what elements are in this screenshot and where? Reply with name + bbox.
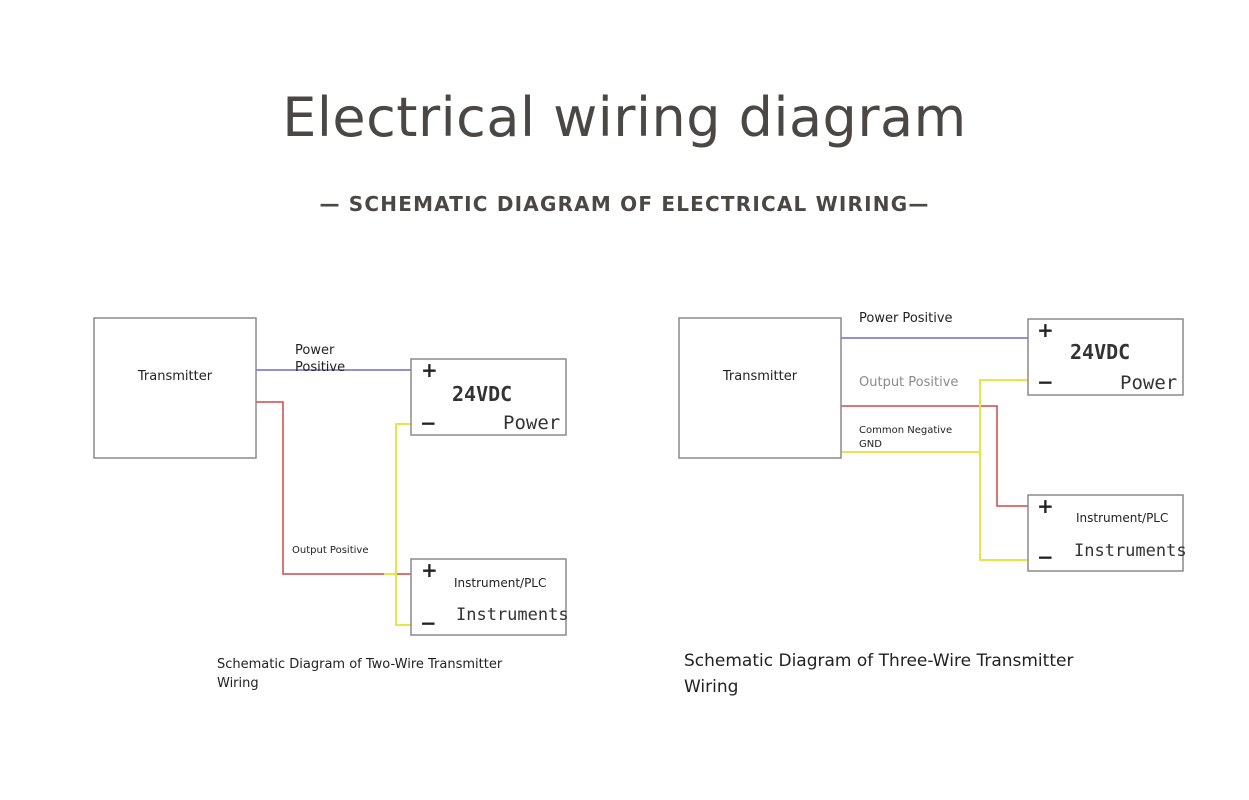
three-wire-power-negative-wire — [979, 379, 1028, 452]
two-wire-caption-line-2: Wiring — [217, 676, 259, 691]
two-wire-power-voltage: 24VDC — [452, 382, 512, 406]
two-wire-instrument-box — [410, 558, 567, 636]
two-wire-instrument-minus: − — [420, 611, 437, 635]
three-wire-transmitter-box — [678, 317, 842, 459]
two-wire-power-box — [410, 358, 567, 436]
three-wire-power-box — [1027, 318, 1184, 396]
three-wire-power-minus: − — [1037, 370, 1054, 394]
two-wire-instrument-plus: + — [421, 558, 438, 582]
three-wire-common-negative-label-2: GND — [859, 439, 882, 450]
two-wire-power-positive-label-2: Positive — [295, 360, 345, 375]
three-wire-instrument-minus: − — [1037, 545, 1054, 569]
three-wire-caption-line-2: Wiring — [684, 677, 739, 697]
three-wire-instrument-label: Instrument/PLC — [1076, 511, 1168, 525]
page-title: Electrical wiring diagram — [282, 86, 967, 149]
three-wire-transmitter-label: Transmitter — [722, 369, 798, 384]
two-wire-transmitter-box — [93, 317, 257, 459]
three-wire-instrument-plus: + — [1037, 494, 1054, 518]
two-wire-transmitter-label: Transmitter — [137, 369, 213, 384]
two-wire-output-positive-label: Output Positive — [292, 545, 368, 556]
three-wire-output-positive-wire — [841, 405, 1028, 507]
three-wire-power-plus: + — [1037, 318, 1054, 342]
two-wire-power-plus: + — [421, 358, 438, 382]
two-wire-power-positive-label-1: Power — [295, 343, 335, 358]
page-subtitle: — SCHEMATIC DIAGRAM OF ELECTRICAL WIRING… — [319, 192, 930, 216]
three-wire-caption: Schematic Diagram of Three-Wire Transmit… — [684, 648, 1073, 700]
two-wire-caption-line-1: Schematic Diagram of Two-Wire Transmitte… — [217, 657, 503, 672]
two-wire-diagram: Transmitter Power Positive Output Positi… — [93, 317, 569, 636]
three-wire-common-negative-wire — [841, 451, 1028, 561]
three-wire-output-positive-label: Output Positive — [859, 375, 958, 390]
three-wire-caption-line-1: Schematic Diagram of Three-Wire Transmit… — [684, 651, 1074, 671]
two-wire-caption: Schematic Diagram of Two-Wire Transmitte… — [217, 655, 502, 693]
three-wire-power-name: Power — [1120, 372, 1177, 394]
two-wire-output-positive-wire — [256, 401, 411, 575]
three-wire-instrument-name: Instruments — [1074, 541, 1187, 561]
two-wire-instrument-label: Instrument/PLC — [454, 576, 546, 590]
three-wire-power-positive-label: Power Positive — [859, 311, 953, 326]
two-wire-power-minus: − — [420, 411, 437, 435]
two-wire-instrument-name: Instruments — [456, 605, 569, 625]
three-wire-diagram: Transmitter Power Positive Output Positi… — [678, 311, 1187, 572]
three-wire-common-negative-label-1: Common Negative — [859, 425, 952, 436]
three-wire-instrument-box — [1027, 494, 1184, 572]
two-wire-power-name: Power — [503, 412, 560, 434]
two-wire-negative-wire — [384, 423, 411, 626]
three-wire-power-voltage: 24VDC — [1070, 340, 1130, 364]
